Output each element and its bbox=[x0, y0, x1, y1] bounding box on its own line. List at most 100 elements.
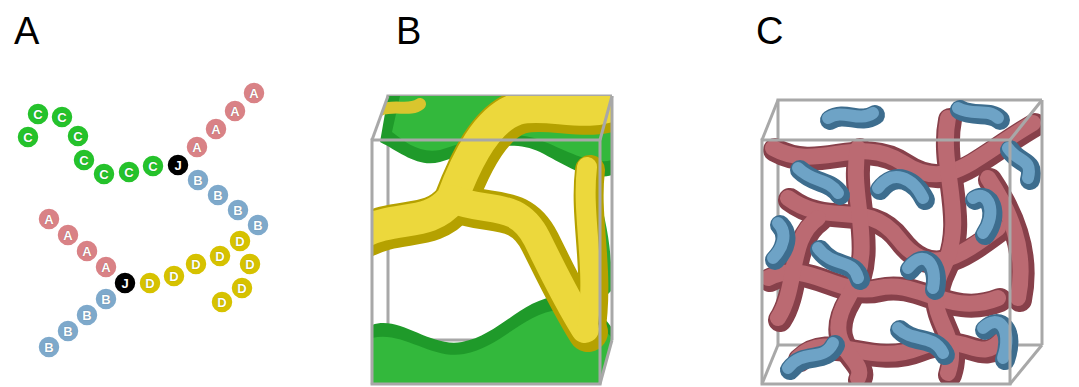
bead-letter: C bbox=[99, 167, 108, 182]
bead: D bbox=[208, 244, 232, 268]
bead-letter: J bbox=[121, 276, 128, 291]
bead-letter: D bbox=[217, 295, 226, 310]
bead-letter: B bbox=[253, 218, 262, 233]
bead-circle-shape bbox=[139, 272, 161, 294]
bead: A bbox=[242, 81, 266, 105]
bead: C bbox=[66, 124, 90, 148]
bead: A bbox=[204, 117, 228, 141]
bead-letter: B bbox=[63, 324, 72, 339]
bead: B bbox=[37, 335, 61, 359]
bead-circle-shape bbox=[209, 245, 231, 267]
bead-letter: D bbox=[191, 257, 200, 272]
bead-circle-shape bbox=[51, 106, 73, 128]
bead-letter: D bbox=[169, 269, 178, 284]
bead-letter: C bbox=[79, 153, 88, 168]
bead: B bbox=[186, 168, 210, 192]
bead-circle-shape bbox=[207, 184, 229, 206]
bead-letter: D bbox=[235, 234, 244, 249]
panel-label: B bbox=[396, 10, 421, 52]
bead: D bbox=[162, 264, 186, 288]
bead-circle-shape bbox=[243, 82, 265, 104]
disordered-surfaces bbox=[768, 108, 1035, 380]
bead-letter: C bbox=[57, 110, 66, 125]
bead-letter: C bbox=[148, 159, 157, 174]
bead-circle-shape bbox=[211, 291, 233, 313]
bead: B bbox=[94, 287, 118, 311]
bead: A bbox=[56, 223, 80, 247]
bead: D bbox=[138, 271, 162, 295]
bead-letter: A bbox=[82, 244, 91, 259]
bead-letter: A bbox=[211, 122, 220, 137]
bead-letter: A bbox=[249, 86, 258, 101]
bead-circle-shape bbox=[95, 288, 117, 310]
bead-letter: D bbox=[215, 249, 224, 264]
bead: J bbox=[113, 271, 137, 295]
bead-letter: A bbox=[230, 104, 239, 119]
bead-letter: D bbox=[245, 257, 254, 272]
bead-letter: A bbox=[44, 212, 53, 227]
bead-circle-shape bbox=[93, 163, 115, 185]
bead: B bbox=[75, 303, 99, 327]
bead-letter: C bbox=[124, 165, 133, 180]
bead-circle-shape bbox=[231, 277, 253, 299]
bead: C bbox=[72, 148, 96, 172]
bead: B bbox=[246, 213, 270, 237]
bead-letter: B bbox=[233, 203, 242, 218]
bead-circle-shape bbox=[118, 161, 140, 183]
bead-letter: B bbox=[213, 188, 222, 203]
bead-circle-shape bbox=[27, 103, 49, 125]
bead-circle-shape bbox=[76, 240, 98, 262]
bead: C bbox=[50, 105, 74, 129]
bead-circle-shape bbox=[239, 253, 261, 275]
bead-letter: B bbox=[101, 292, 110, 307]
bead-letter: D bbox=[237, 281, 246, 296]
bead-circle-shape bbox=[247, 214, 269, 236]
bead-letter: B bbox=[44, 340, 53, 355]
bead-letter: C bbox=[73, 129, 82, 144]
bead-circle-shape bbox=[67, 125, 89, 147]
bead-circle-shape bbox=[17, 126, 39, 148]
bead-letter: A bbox=[63, 228, 72, 243]
bead-circle-shape bbox=[186, 136, 208, 158]
bead-circle-shape bbox=[57, 224, 79, 246]
bead: D bbox=[184, 252, 208, 276]
bead-circle-shape bbox=[187, 169, 209, 191]
cube-back-edges bbox=[762, 100, 1042, 384]
bead: C bbox=[26, 102, 50, 126]
bead: A bbox=[75, 239, 99, 263]
bead: A bbox=[37, 207, 61, 231]
bead: A bbox=[94, 255, 118, 279]
bead: A bbox=[185, 135, 209, 159]
bead-circle-shape bbox=[38, 208, 60, 230]
panel-label: C bbox=[756, 10, 783, 52]
bead-letter: B bbox=[193, 173, 202, 188]
bead-circle-shape bbox=[73, 149, 95, 171]
bead-circle-shape bbox=[142, 155, 164, 177]
bead-circle-shape bbox=[205, 118, 227, 140]
bead-circle-shape bbox=[229, 230, 251, 252]
bead: D bbox=[230, 276, 254, 300]
panel-label: A bbox=[14, 10, 39, 52]
bead-circle-shape bbox=[38, 336, 60, 358]
bead-letter: J bbox=[174, 158, 181, 173]
bead-circle-shape bbox=[167, 154, 189, 176]
bead-circle-shape bbox=[114, 272, 136, 294]
bead: B bbox=[226, 198, 250, 222]
gyroid-surfaces bbox=[357, 96, 620, 384]
bead: C bbox=[92, 162, 116, 186]
bead-letter: B bbox=[82, 308, 91, 323]
bead-circle-shape bbox=[224, 100, 246, 122]
bead: D bbox=[238, 252, 262, 276]
bead-letter: A bbox=[192, 140, 201, 155]
bead: C bbox=[16, 125, 40, 149]
bead: B bbox=[206, 183, 230, 207]
bead-circle-shape bbox=[95, 256, 117, 278]
bead: C bbox=[141, 154, 165, 178]
bead-letter: C bbox=[33, 107, 42, 122]
bead: A bbox=[223, 99, 247, 123]
bead-letter: C bbox=[23, 130, 32, 145]
bead-circle-shape bbox=[76, 304, 98, 326]
bead-circle-shape bbox=[57, 320, 79, 342]
bead: D bbox=[210, 290, 234, 314]
